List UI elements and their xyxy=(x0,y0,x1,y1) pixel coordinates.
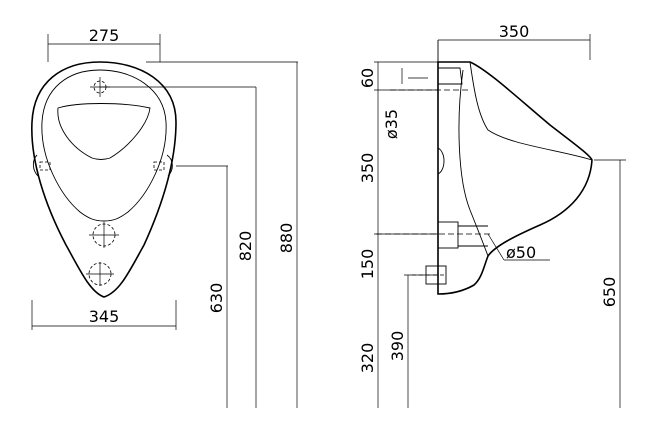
side-top-step xyxy=(438,67,463,85)
dim-o50-leader xyxy=(487,233,550,261)
front-view: 275 345 880 820 630 xyxy=(31,26,298,408)
dim-label-150: 150 xyxy=(358,249,377,280)
front-inner-line xyxy=(41,69,167,222)
dim-label-o50: ø50 xyxy=(506,243,536,262)
dim-label-650: 650 xyxy=(600,277,619,308)
front-bowl-outline xyxy=(31,61,177,298)
dim-label-350-depth: 350 xyxy=(499,22,530,41)
dim-label-320: 320 xyxy=(358,343,377,374)
dim-label-390: 390 xyxy=(388,331,407,362)
side-body-outline xyxy=(437,61,593,295)
dim-275 xyxy=(47,34,161,62)
dim-650 xyxy=(594,159,626,408)
dim-label-630: 630 xyxy=(207,283,226,314)
front-opening xyxy=(57,103,151,160)
dim-345 xyxy=(31,300,177,330)
left-fixing-lug xyxy=(32,154,39,177)
dim-side-left xyxy=(374,61,438,408)
dim-label-275: 275 xyxy=(89,26,120,45)
side-view: 350 60 ø35 350 150 320 390 ø50 650 xyxy=(358,22,626,408)
front-waste-marker xyxy=(86,262,114,286)
side-back-bulge xyxy=(437,147,445,175)
dim-label-820: 820 xyxy=(236,231,255,262)
dim-label-350-height: 350 xyxy=(358,153,377,184)
dim-label-60: 60 xyxy=(358,68,377,88)
side-inlet-markers xyxy=(39,161,165,171)
right-fixing-lug xyxy=(166,154,173,177)
side-inner-line xyxy=(469,61,593,161)
dim-label-345: 345 xyxy=(89,307,120,326)
dim-630-lines xyxy=(176,165,228,408)
dim-label-880: 880 xyxy=(277,223,296,254)
dim-350-depth xyxy=(438,34,591,60)
front-outlet-marker xyxy=(89,222,119,248)
front-inlet-marker xyxy=(90,77,256,97)
dim-880-lines xyxy=(146,61,298,408)
side-bowl-curve xyxy=(458,69,489,257)
dim-label-o35: ø35 xyxy=(382,109,401,139)
